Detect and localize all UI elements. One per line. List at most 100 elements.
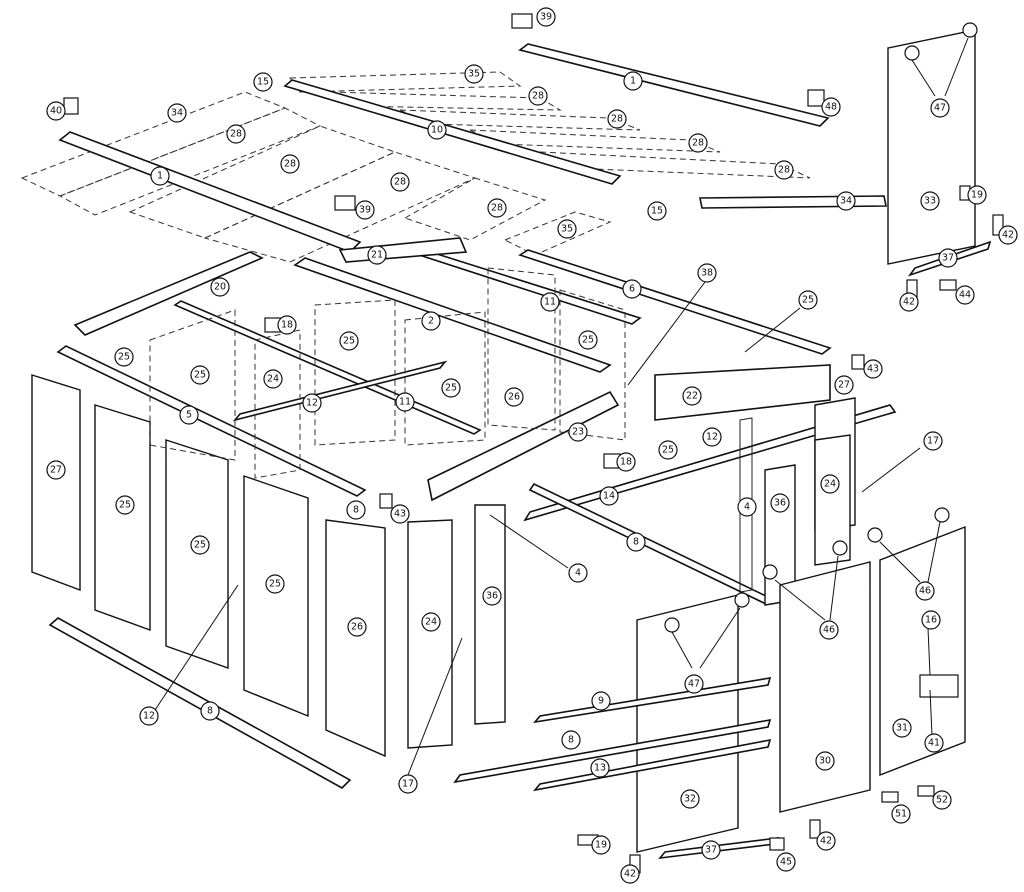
callout-26: 26 (504, 387, 524, 407)
callout-label: 35 (561, 224, 573, 235)
callout-label: 41 (928, 738, 940, 749)
roof-trim-34-right (699, 195, 887, 209)
callout-6: 6 (622, 279, 642, 299)
hinge-47-a (664, 617, 680, 633)
frame-beam-8-right (528, 482, 772, 606)
callout-25: 25 (578, 330, 598, 350)
door-panel-32 (636, 594, 739, 853)
callout-24: 24 (421, 612, 441, 632)
callout-label: 25 (343, 336, 355, 347)
wall-panel-27-left (31, 374, 81, 592)
callout-label: 39 (540, 12, 552, 23)
roof-beam-1-back (518, 43, 830, 127)
callout-19: 19 (591, 835, 611, 855)
callout-label: 15 (651, 206, 663, 217)
door-panel-31 (879, 525, 966, 777)
back-panel-26 (487, 267, 556, 431)
callout-label: 25 (662, 445, 674, 456)
leader-47-a (671, 631, 693, 669)
frame-beam-6 (518, 249, 832, 355)
callout-25: 25 (658, 440, 678, 460)
callout-label: 2 (428, 316, 434, 327)
truss-23 (427, 390, 620, 502)
callout-28: 28 (688, 133, 708, 153)
handle-16 (919, 674, 959, 698)
callout-40: 40 (46, 101, 66, 121)
callout-15: 15 (647, 201, 667, 221)
leader-38 (627, 281, 706, 386)
callout-27: 27 (46, 460, 66, 480)
callouts: 39 1 35 15 40 34 28 28 28 28 28 28 28 28… (46, 7, 1018, 884)
callout-label: 11 (399, 397, 411, 408)
leader-46-a (774, 579, 826, 621)
callout-17: 17 (923, 431, 943, 451)
callout-label: 46 (823, 625, 835, 636)
callout-label: 11 (544, 297, 556, 308)
callout-label: 24 (425, 617, 437, 628)
hinge-47-b (734, 592, 750, 608)
callout-label: 19 (971, 190, 983, 201)
hinge-46-c (867, 527, 883, 543)
callout-label: 36 (774, 498, 786, 509)
callout-43: 43 (390, 504, 410, 524)
callout-label: 18 (281, 320, 293, 331)
frame-beam-11-mid (232, 360, 448, 422)
clip-43-mid (379, 493, 393, 509)
callout-37: 37 (701, 840, 721, 860)
callout-label: 13 (594, 763, 606, 774)
callout-25: 25 (265, 574, 285, 594)
callout-25: 25 (114, 347, 134, 367)
callout-21: 21 (367, 245, 387, 265)
callout-label: 14 (603, 491, 615, 502)
callout-28: 28 (280, 154, 300, 174)
clip-40 (63, 97, 79, 115)
callout-28: 28 (607, 109, 627, 129)
callout-12: 12 (702, 427, 722, 447)
callout-label: 16 (925, 615, 937, 626)
leader-17-left (407, 637, 463, 776)
callout-label: 31 (896, 723, 908, 734)
callout-46: 46 (915, 581, 935, 601)
callout-label: 42 (624, 869, 636, 880)
roof-assembly (20, 43, 887, 263)
clip-45 (769, 837, 785, 851)
callout-label: 17 (402, 779, 414, 790)
clip-52 (917, 785, 935, 797)
left-wall-panels (31, 374, 506, 758)
callout-30: 30 (815, 751, 835, 771)
callout-28: 28 (774, 160, 794, 180)
wall-panel-25-a (94, 404, 151, 631)
callout-label: 9 (598, 696, 604, 707)
callout-label: 30 (819, 756, 831, 767)
leader-12-left (154, 584, 239, 711)
callout-label: 8 (633, 537, 639, 548)
callout-label: 25 (118, 352, 130, 363)
callout-label: 42 (1002, 230, 1014, 241)
track-9 (533, 677, 772, 724)
callout-label: 24 (824, 479, 836, 490)
leader-47-b (699, 607, 741, 669)
callout-label: 8 (353, 505, 359, 516)
small-parts (63, 13, 1004, 874)
callout-42: 42 (998, 225, 1018, 245)
callout-31: 31 (892, 718, 912, 738)
clip-44 (939, 279, 957, 291)
roof-panel-28-d (403, 177, 547, 241)
callout-25: 25 (190, 365, 210, 385)
callout-19: 19 (967, 185, 987, 205)
roof-panel-35-right (503, 211, 612, 256)
callout-42: 42 (816, 831, 836, 851)
callout-label: 15 (257, 77, 269, 88)
truss-20 (73, 251, 264, 336)
callout-label: 28 (692, 138, 704, 149)
ridge-beam-1-front (58, 131, 362, 253)
callout-label: 37 (942, 253, 954, 264)
callout-4: 4 (737, 497, 757, 517)
hinge-46-b (832, 540, 848, 556)
callout-label: 43 (867, 364, 879, 375)
callout-label: 46 (919, 586, 931, 597)
leader-41 (929, 689, 933, 736)
end-panel-33 (887, 29, 976, 265)
clip-51 (881, 791, 899, 803)
callout-label: 25 (445, 383, 457, 394)
